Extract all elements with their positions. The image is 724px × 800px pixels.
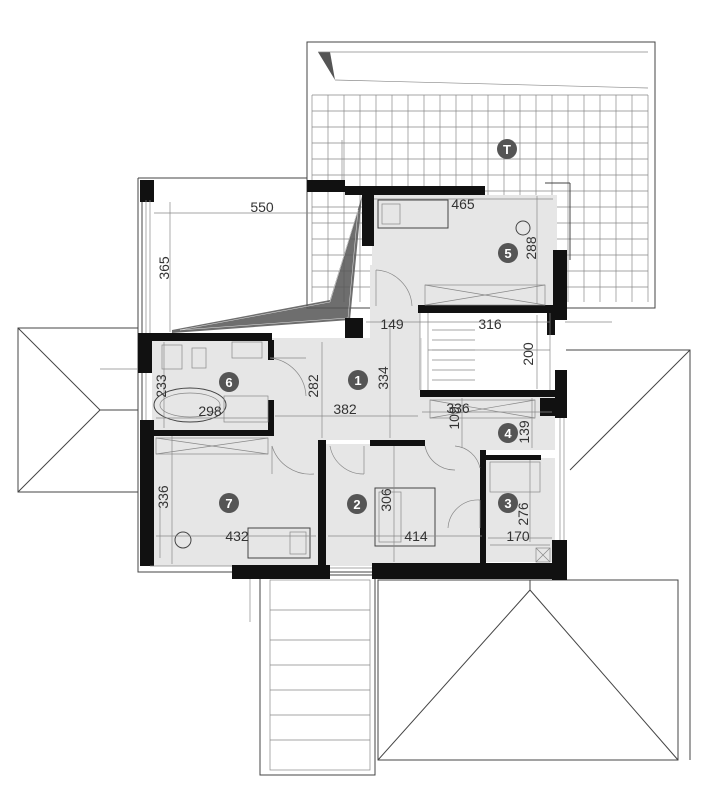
roof-right (566, 349, 691, 760)
marker-room-6-label: 6 (225, 375, 232, 390)
dim-336-room4: 336 (446, 400, 470, 416)
furniture (153, 199, 531, 559)
marker-room-6-circle (219, 372, 239, 392)
marker-room-4-label: 4 (504, 426, 512, 441)
dimension-labels: 550 465 365 288 149 316 200 233 298 282 … (153, 196, 539, 544)
marker-room-7-label: 7 (225, 496, 232, 511)
marker-terrace-label: T (503, 142, 511, 157)
dim-550: 550 (250, 199, 274, 215)
marker-room-2-label: 2 (353, 497, 360, 512)
room-markers: T 1 2 3 4 5 6 7 (219, 139, 518, 514)
dim-149: 149 (380, 316, 404, 332)
dim-170: 170 (506, 528, 530, 544)
walls (138, 180, 567, 580)
marker-room-5-circle (498, 243, 518, 263)
roof-bottom (377, 579, 679, 761)
marker-room-2-circle (347, 494, 367, 514)
marker-room-4-circle (498, 423, 518, 443)
dim-465: 465 (451, 196, 475, 212)
marker-room-7-circle (219, 493, 239, 513)
marker-room-1-circle (348, 370, 368, 390)
dim-382: 382 (333, 401, 357, 417)
dim-298: 298 (198, 403, 222, 419)
dim-276: 276 (515, 502, 531, 526)
dim-306: 306 (378, 488, 394, 512)
marker-room-3-label: 3 (504, 496, 511, 511)
dim-288: 288 (523, 236, 539, 260)
dim-414: 414 (404, 528, 428, 544)
dim-432: 432 (225, 528, 249, 544)
dim-336-room7: 336 (155, 485, 171, 509)
marker-room-1-label: 1 (354, 373, 361, 388)
marker-room-3-circle (498, 493, 518, 513)
void-hatch (172, 196, 362, 333)
marker-terrace-circle (497, 139, 517, 159)
dim-139: 139 (516, 420, 532, 444)
roof-left (17, 327, 139, 493)
dim-109: 109 (446, 406, 462, 430)
dim-282: 282 (305, 374, 321, 398)
dim-200: 200 (520, 342, 536, 366)
dim-334: 334 (375, 366, 391, 390)
dim-316: 316 (478, 316, 502, 332)
marker-room-5-label: 5 (504, 246, 511, 261)
interior-lines (145, 200, 565, 569)
dim-365: 365 (156, 256, 172, 280)
entrance-stairs (259, 574, 376, 776)
door-swings (269, 269, 481, 529)
dimension-lines (100, 140, 612, 622)
dim-233: 233 (153, 374, 169, 398)
